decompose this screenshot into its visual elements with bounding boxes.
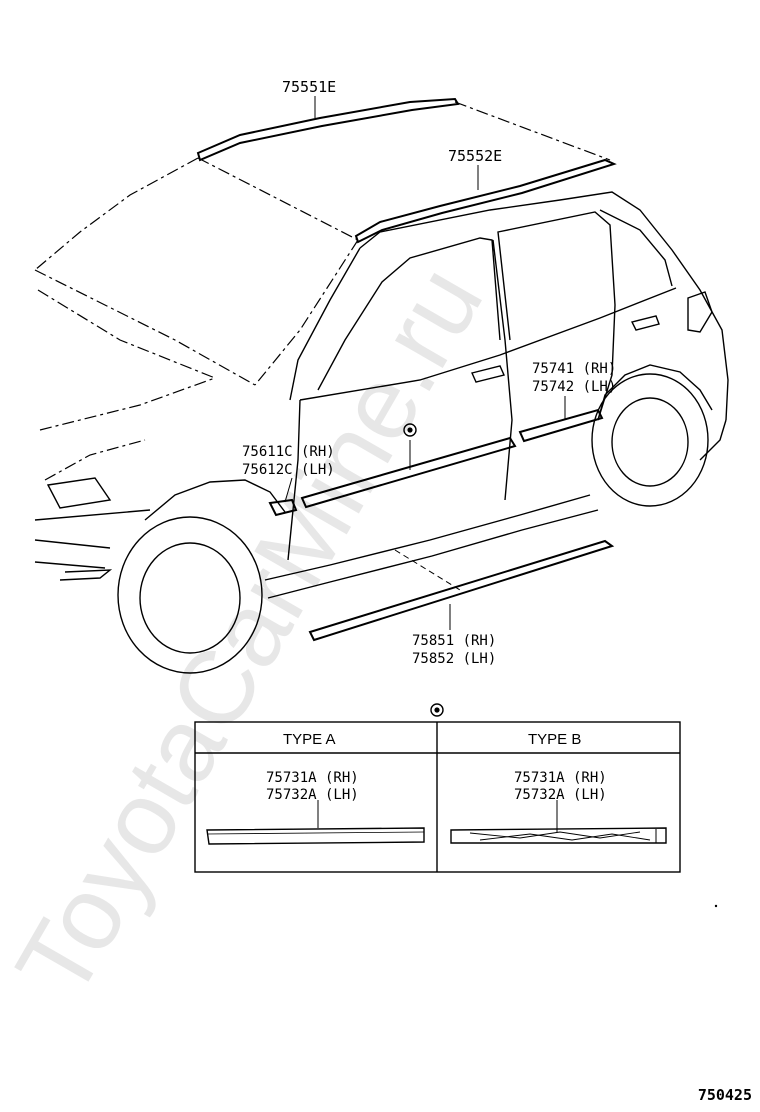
type-b-part-rh: 75731A (RH) (514, 770, 607, 786)
car-illustration (34, 97, 729, 674)
beltline (299, 287, 677, 401)
fender-molding (268, 498, 298, 517)
type-b-header: TYPE B (528, 731, 581, 748)
front-fender (34, 479, 286, 521)
rear-quarter-lower (597, 364, 727, 461)
rear-wheel (591, 373, 709, 507)
clip-symbol (403, 423, 417, 437)
type-a-header: TYPE A (283, 731, 336, 748)
hood-front (39, 377, 216, 481)
label-roof-left: 75551E (282, 78, 336, 96)
label-roof-right: 75552E (448, 147, 502, 165)
label-rocker-rh: 75851 (RH) (412, 633, 496, 649)
window-frame-rear (497, 211, 616, 341)
window-frame-front (317, 237, 501, 391)
front-bumper (34, 539, 113, 581)
rocker-dashed-leader (394, 549, 461, 591)
fuel-door (687, 291, 713, 333)
front-wheel (117, 516, 263, 674)
body-side (359, 191, 729, 421)
label-rocker-lh: 75852 (LH) (412, 651, 496, 667)
front-door-handle (471, 365, 505, 383)
rocker-molding (308, 539, 615, 642)
lower-body (264, 494, 599, 599)
type-a-part-lh: 75732A (LH) (266, 787, 359, 803)
type-table: TYPE A TYPE B 75731A (RH) 75732A (LH) 75… (194, 703, 681, 873)
stray-mark (714, 904, 718, 908)
type-a-part-rh: 75731A (RH) (266, 770, 359, 786)
rear-door-molding (518, 408, 604, 443)
table-clip-symbol (430, 703, 444, 717)
rear-door-handle (630, 315, 660, 331)
part-labels: 75551E 75552E 75741 (RH) 75742 (LH) 7561… (242, 78, 616, 667)
front-door-molding (300, 436, 517, 509)
label-front-door-lh: 75612C (LH) (242, 462, 335, 478)
label-rear-door-rh: 75741 (RH) (532, 361, 616, 377)
type-b-part-lh: 75732A (LH) (514, 787, 607, 803)
door-seam-front (492, 239, 513, 501)
type-b-molding (450, 827, 667, 844)
label-rear-door-lh: 75742 (LH) (532, 379, 616, 395)
diagram-code: 750425 (697, 1086, 752, 1104)
hood-outline (34, 269, 256, 386)
leaders (284, 96, 566, 832)
roof-molding-left (196, 97, 460, 162)
window-frame-quarter (599, 209, 673, 287)
front-door-edge (287, 399, 301, 561)
type-a-molding (206, 827, 425, 845)
label-front-door-rh: 75611C (RH) (242, 444, 335, 460)
headlamp (46, 477, 112, 509)
roof-outline (34, 101, 611, 386)
a-pillar (289, 247, 361, 401)
roof-molding-right (354, 158, 617, 244)
